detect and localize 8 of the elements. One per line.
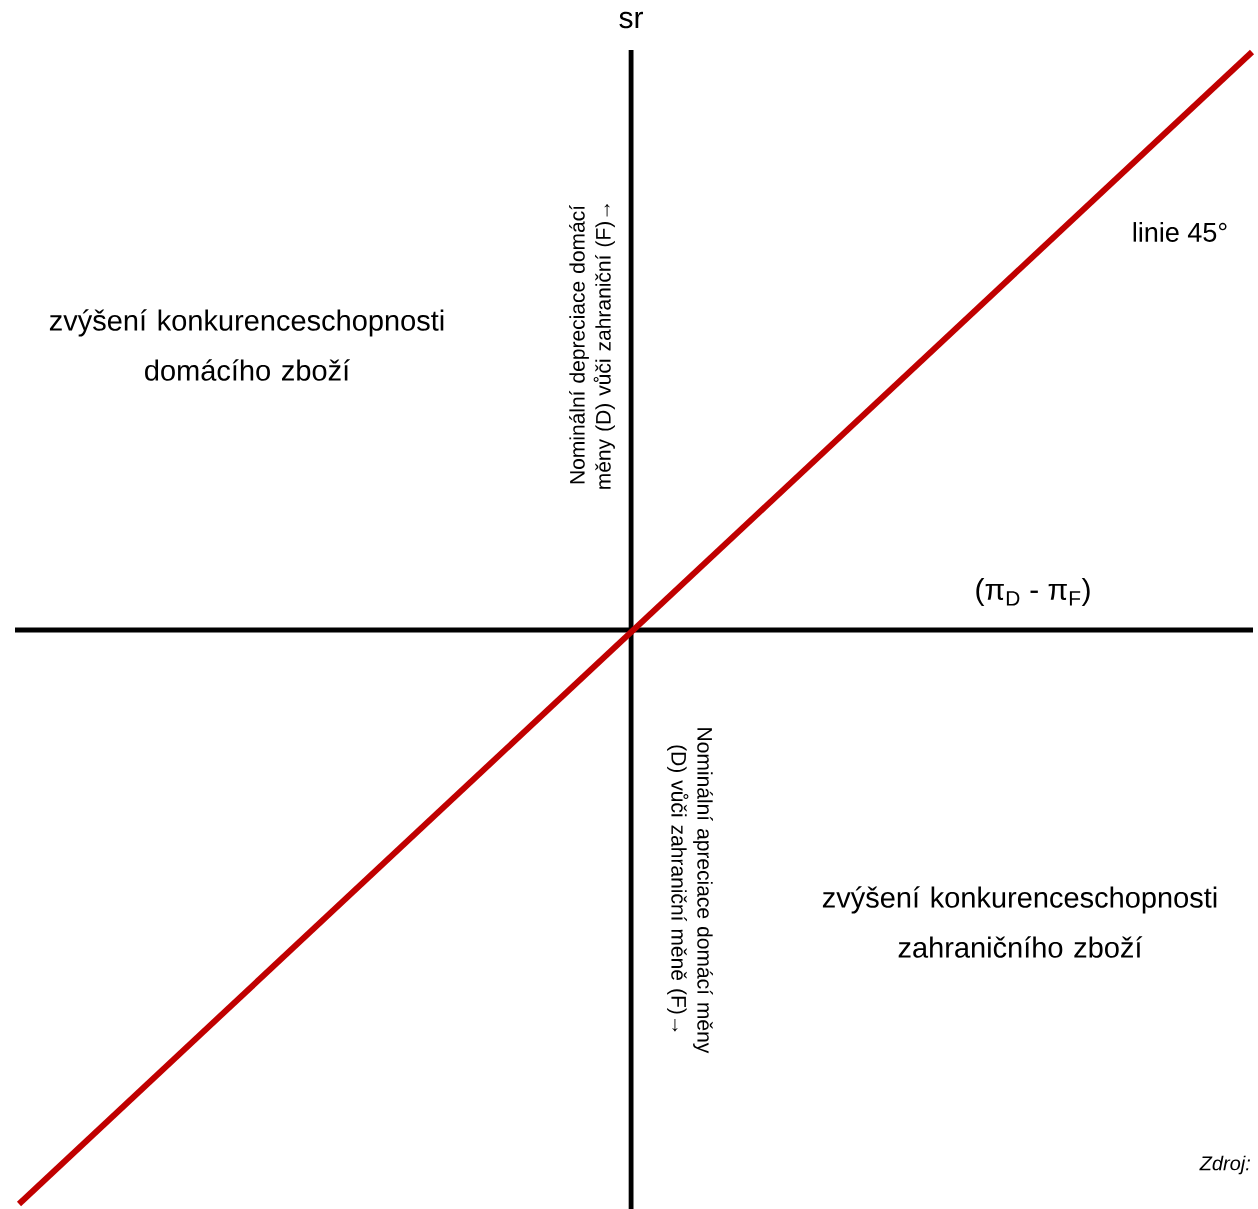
quadrant-label: zvýšení konkurenceschopnosti zahraničního zboží: [822, 886, 1217, 958]
axis-annotation: Nominální depreciace domácí měny (D) vůči zahraniční (F)→: [569, 204, 615, 489]
source-label: Zdroj:: [1199, 1155, 1250, 1175]
axis-label: (π$_{D}$ - π$_{F}$): [976, 578, 1090, 606]
line-label: linie 45°: [1133, 222, 1227, 242]
axis-label: sr: [619, 11, 643, 29]
quadrant-label: zvýšení konkurenceschopnosti domácího zboží: [49, 309, 444, 381]
axis-annotation: Nominální apreciace domácí měny (D) vůči zahraniční měně (F)→: [667, 728, 713, 1054]
